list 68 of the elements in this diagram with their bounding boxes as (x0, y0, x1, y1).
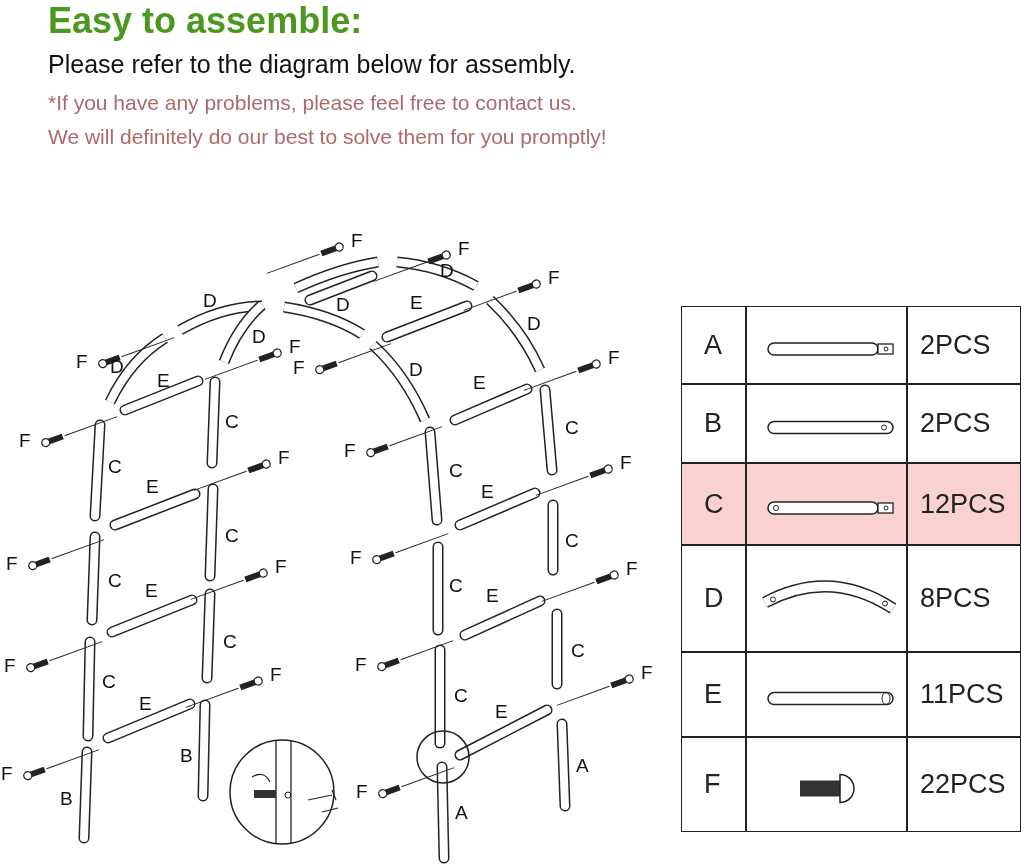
part-letter: E (145, 581, 158, 600)
part-letter: C (571, 641, 585, 660)
part-letter: E (410, 293, 423, 312)
note-text: *If you have any problems, please feel free to contact us. (48, 91, 577, 115)
part-letter: D (252, 327, 266, 346)
part-letter: F (4, 656, 16, 675)
quantity-cell: 8PCS (907, 545, 1021, 652)
part-letter: F (608, 348, 620, 367)
part-letter: C (223, 632, 237, 651)
part-letter: F (626, 559, 638, 578)
part-letter: F (275, 557, 287, 576)
part-letter: C (565, 531, 579, 550)
part-letter: C (449, 576, 463, 595)
part-letter: F (278, 448, 290, 467)
part-letter-cell: C (681, 463, 746, 545)
part-letter: F (6, 554, 18, 573)
part-letter: B (180, 746, 193, 765)
part-letter: E (481, 482, 494, 501)
part-letter: F (458, 239, 470, 258)
part-letter: F (548, 268, 560, 287)
title: Easy to assemble: (48, 0, 363, 42)
part-letter-cell: F (681, 737, 746, 832)
part-letter: F (289, 337, 301, 356)
part-letter: F (1, 764, 13, 783)
part-letter: F (76, 352, 88, 371)
part-letter: F (620, 453, 632, 472)
part-letter: F (350, 548, 362, 567)
part-letter: F (344, 441, 356, 460)
part-letter: F (641, 663, 653, 682)
part-letter: C (108, 571, 122, 590)
part-letter-cell: A (681, 306, 746, 384)
part-letter: F (356, 782, 368, 801)
part-letter: A (455, 803, 468, 822)
part-letter: C (454, 686, 468, 705)
part-letter: C (102, 672, 116, 691)
part-letter: D (110, 357, 124, 376)
part-letter-cell: B (681, 384, 746, 463)
part-letter: C (108, 457, 122, 476)
part-letter: A (576, 756, 589, 775)
quantity-cell: 22PCS (907, 737, 1021, 832)
part-letter: E (495, 702, 508, 721)
part-letter: C (449, 461, 463, 480)
part-letter: E (139, 694, 152, 713)
part-letter-cell: D (681, 545, 746, 652)
part-letter: D (336, 295, 350, 314)
part-letter: F (351, 231, 363, 250)
part-letter: C (565, 418, 579, 437)
part-letter: E (157, 371, 170, 390)
quantity-cell: 2PCS (907, 384, 1021, 463)
instruction-text: Please refer to the diagram below for assembly. (48, 50, 576, 79)
part-letter: D (527, 314, 541, 333)
part-letter: E (473, 373, 486, 392)
part-letter: F (293, 358, 305, 377)
note-text: We will definitely do our best to solve them for you promptly! (48, 125, 607, 149)
part-letter: E (486, 586, 499, 605)
part-letter: C (225, 412, 239, 431)
part-letter: F (270, 665, 282, 684)
part-letter: D (203, 291, 217, 310)
quantity-cell: 2PCS (907, 306, 1021, 384)
part-letter: C (225, 526, 239, 545)
part-letter: B (60, 789, 73, 808)
part-letter: E (146, 477, 159, 496)
part-letter: D (409, 360, 423, 379)
part-letter: F (19, 431, 31, 450)
part-letter: F (355, 655, 367, 674)
quantity-cell: 11PCS (907, 652, 1021, 737)
quantity-cell: 12PCS (907, 463, 1021, 545)
part-letter-cell: E (681, 652, 746, 737)
